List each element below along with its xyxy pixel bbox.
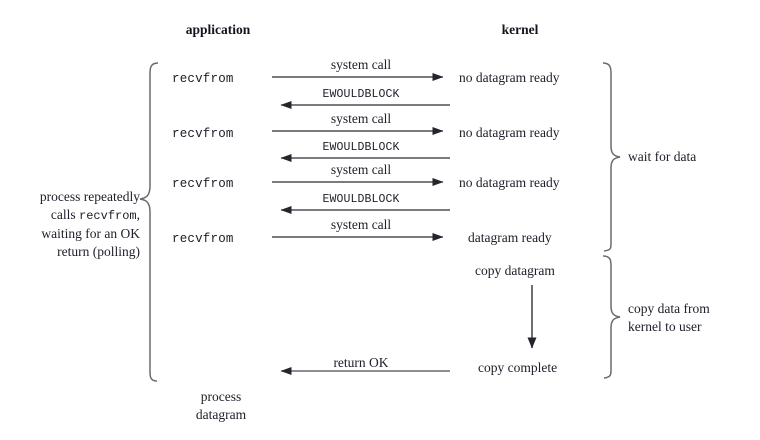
kernel-state-label-copy-datagram: copy datagram <box>475 263 555 278</box>
right-note-copy-line-1: copy data from <box>628 301 710 316</box>
left-note-line-4: return (polling) <box>57 243 140 259</box>
app-call-label-4: recvfrom <box>172 232 234 246</box>
right-note-copy-data: copy data from kernel to user <box>628 300 710 335</box>
kernel-state-label-3: no datagram ready <box>459 175 560 190</box>
app-call-label-1: recvfrom <box>172 72 234 86</box>
right-note-wait-line-1: wait for data <box>628 149 697 164</box>
arrow-label-system-call-1: system call <box>330 57 392 72</box>
arrow-label-system-call-2: system call <box>330 111 392 126</box>
left-note-line-2-mono: recvfrom <box>79 208 137 223</box>
right-note-copy-line-2: kernel to user <box>628 318 702 334</box>
right-brace-wait-for-data <box>602 62 621 252</box>
left-note-line-3: waiting for an OK <box>41 226 140 241</box>
arrow-label-system-call-3: system call <box>330 162 392 177</box>
left-note-line-1: process repeatedly <box>39 189 140 204</box>
arrow-label-ewouldblock-1: EWOULDBLOCK <box>322 88 400 101</box>
arrow-label-return-ok: return OK <box>333 355 389 370</box>
column-header-application: application <box>185 22 251 37</box>
column-header-kernel: kernel <box>501 22 539 37</box>
left-note-line-2-post: , <box>136 206 140 222</box>
kernel-state-label-copy-complete: copy complete <box>478 360 558 375</box>
arrow-label-system-call-4: system call <box>330 217 392 232</box>
left-note-line-2: calls recvfrom, <box>18 206 140 226</box>
kernel-state-label-4: datagram ready <box>468 230 552 245</box>
bottom-left-process-datagram: process datagram <box>166 388 276 423</box>
left-brace-process-polling <box>139 62 159 382</box>
app-call-label-2: recvfrom <box>172 127 234 141</box>
arrow-label-ewouldblock-3: EWOULDBLOCK <box>322 193 400 206</box>
bottom-left-line-1: process <box>200 389 242 404</box>
kernel-state-label-2: no datagram ready <box>459 125 560 140</box>
bottom-left-line-2: datagram <box>195 406 247 422</box>
left-note-process-polling: process repeatedly calls recvfrom, waiti… <box>18 188 140 260</box>
arrow-label-ewouldblock-2: EWOULDBLOCK <box>322 141 400 154</box>
right-note-wait-for-data: wait for data <box>628 148 696 166</box>
kernel-state-label-1: no datagram ready <box>459 70 560 85</box>
app-call-label-3: recvfrom <box>172 177 234 191</box>
right-brace-copy-data <box>602 255 621 379</box>
left-note-line-2-pre: calls <box>50 206 80 222</box>
